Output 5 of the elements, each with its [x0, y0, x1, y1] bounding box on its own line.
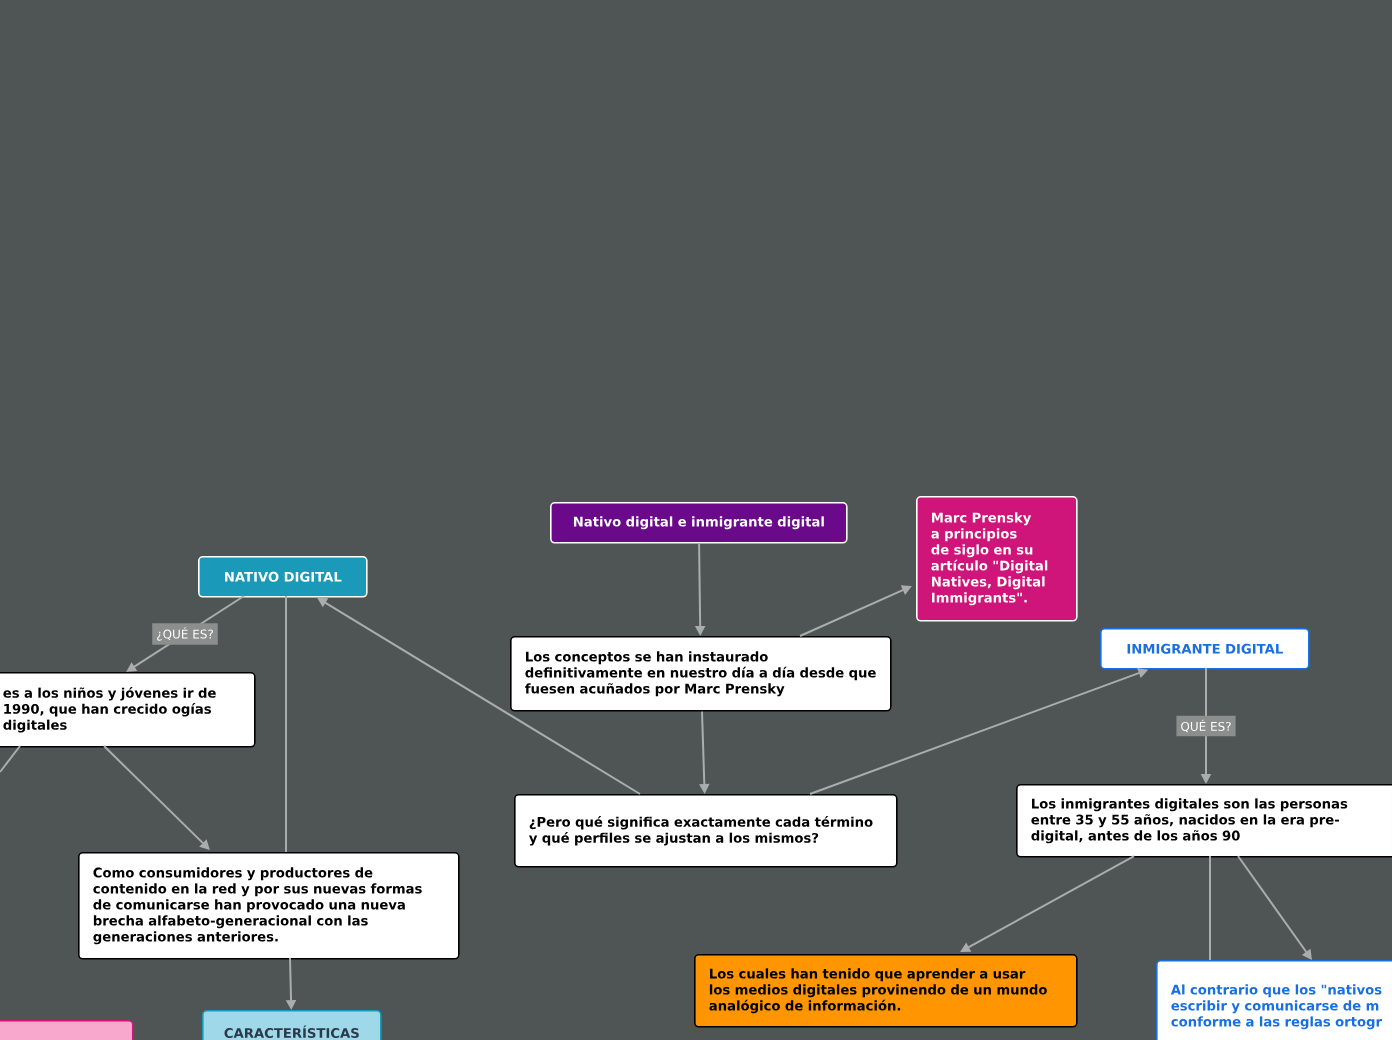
arrow — [317, 597, 641, 795]
arrow — [103, 745, 210, 850]
empty-box — [0, 1020, 134, 1040]
arrow — [1237, 855, 1312, 960]
arrow — [960, 855, 1135, 952]
